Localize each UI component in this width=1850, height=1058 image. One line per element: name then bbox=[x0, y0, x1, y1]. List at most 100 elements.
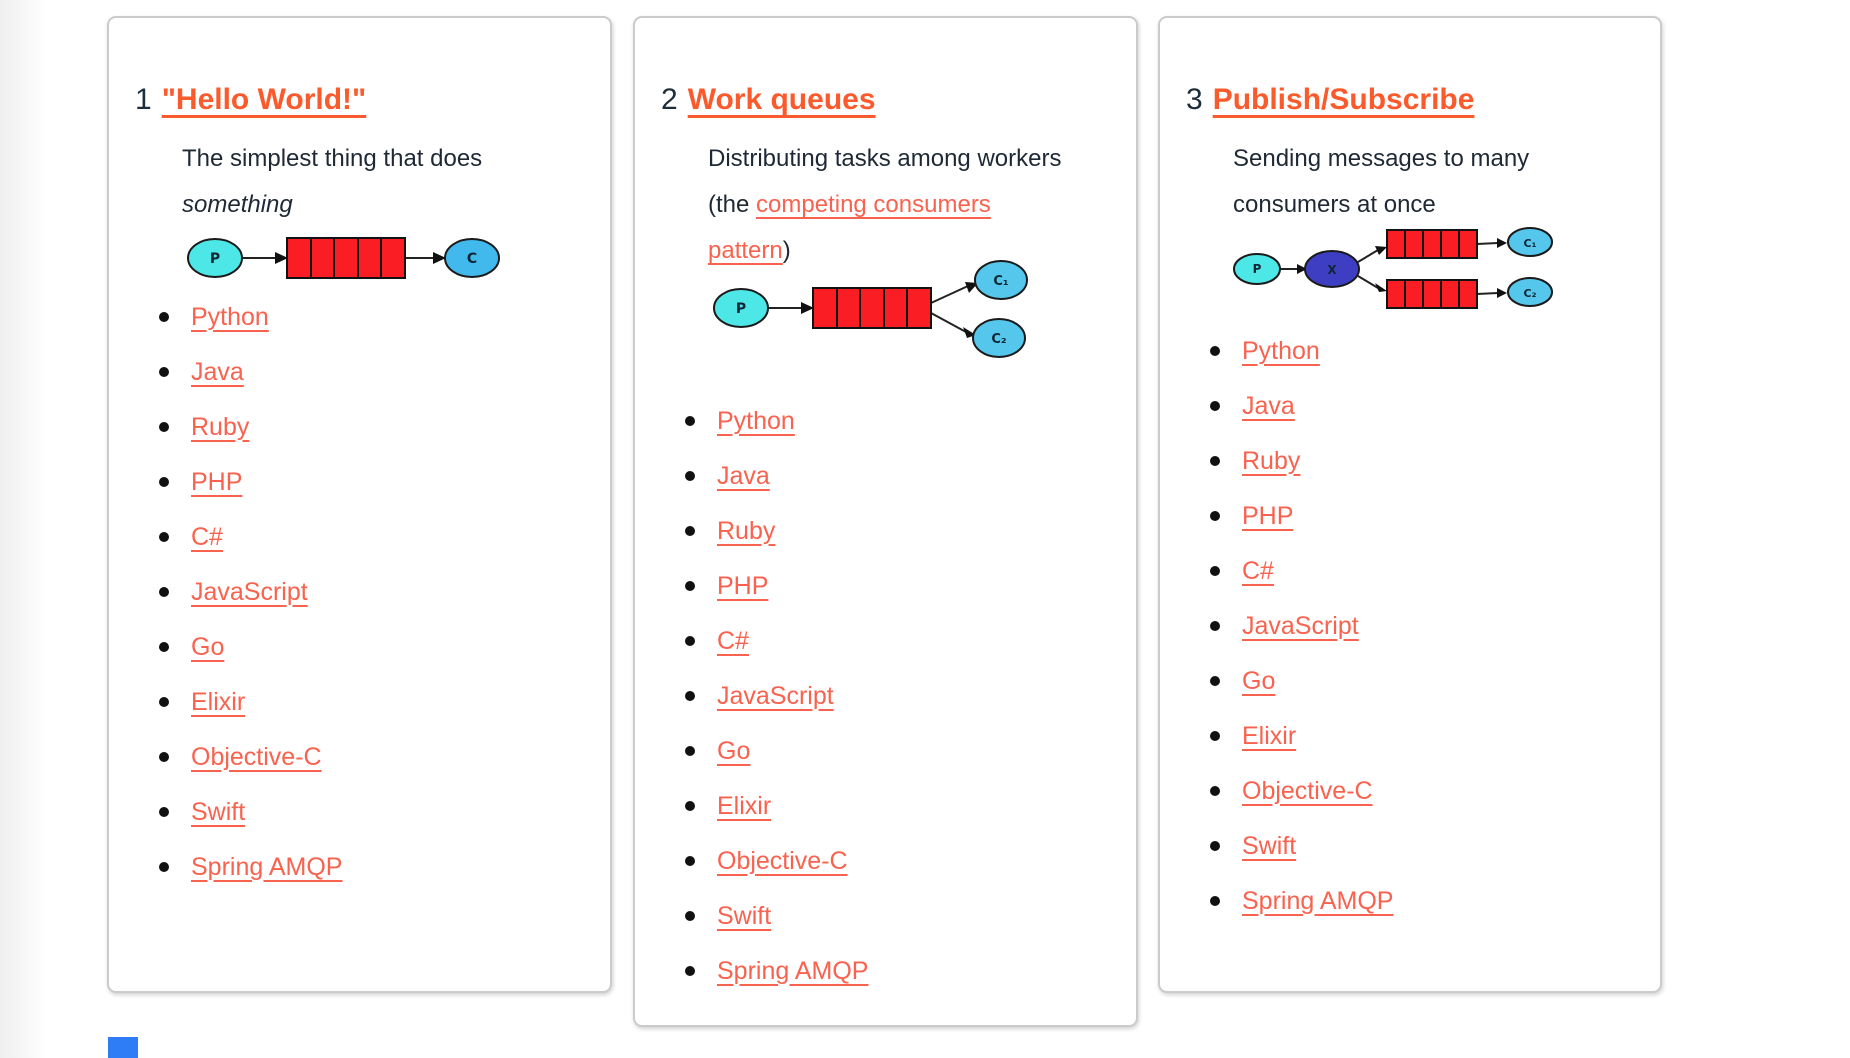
bullet-icon bbox=[685, 471, 695, 481]
arrow-head-icon bbox=[1375, 283, 1387, 292]
description-suffix: ) bbox=[782, 237, 791, 264]
list-item: Elixir bbox=[1210, 721, 1660, 751]
language-link[interactable]: Objective-C bbox=[191, 742, 322, 771]
consumer1-label: C₁ bbox=[993, 274, 1008, 289]
tutorial-title-link[interactable]: Publish/Subscribe bbox=[1212, 83, 1475, 116]
card-description: Sending messages to many consumers at on… bbox=[1233, 136, 1595, 228]
language-link[interactable]: PHP bbox=[717, 571, 769, 600]
language-link[interactable]: Elixir bbox=[717, 791, 772, 820]
language-link[interactable]: JavaScript bbox=[191, 577, 308, 606]
language-link[interactable]: Spring AMQP bbox=[191, 852, 343, 881]
language-link[interactable]: Objective-C bbox=[1242, 776, 1373, 805]
language-link[interactable]: C# bbox=[1242, 556, 1274, 585]
list-item: JavaScript bbox=[1210, 611, 1660, 641]
language-link[interactable]: Java bbox=[191, 357, 244, 386]
language-link[interactable]: Go bbox=[717, 736, 751, 765]
tutorial-number: 1 bbox=[135, 83, 152, 116]
description-inline-link[interactable]: competing consumers pattern bbox=[708, 191, 991, 264]
bullet-icon bbox=[159, 422, 169, 432]
list-item: Elixir bbox=[685, 791, 1136, 821]
bullet-icon bbox=[1210, 401, 1220, 411]
language-link[interactable]: Java bbox=[717, 461, 770, 490]
language-links-list: Python Java Ruby PHP C# bbox=[635, 406, 1136, 986]
bullet-icon bbox=[159, 752, 169, 762]
arrow-head-icon bbox=[801, 302, 814, 314]
bullet-icon bbox=[685, 526, 695, 536]
list-item: Spring AMQP bbox=[1210, 886, 1660, 916]
language-links-list: Python Java Ruby PHP C# bbox=[1160, 336, 1660, 916]
bullet-icon bbox=[685, 691, 695, 701]
language-link[interactable]: JavaScript bbox=[1242, 611, 1359, 640]
card-description: Distributing tasks among workers (the co… bbox=[708, 136, 1070, 274]
list-item: Java bbox=[159, 357, 610, 387]
list-item: Swift bbox=[1210, 831, 1660, 861]
description-emphasis: something bbox=[182, 191, 293, 218]
arrow-line bbox=[1476, 242, 1499, 245]
bullet-icon bbox=[685, 911, 695, 921]
language-link[interactable]: Elixir bbox=[191, 687, 246, 716]
list-item: Objective-C bbox=[1210, 776, 1660, 806]
consumer-ellipse bbox=[444, 238, 500, 278]
language-link[interactable]: Swift bbox=[191, 797, 246, 826]
consumer2-ellipse bbox=[972, 318, 1026, 358]
language-link[interactable]: C# bbox=[717, 626, 749, 655]
language-link[interactable]: PHP bbox=[191, 467, 243, 496]
bullet-icon bbox=[159, 477, 169, 487]
description-text: Distributing tasks among workers (the bbox=[708, 145, 1062, 218]
language-link[interactable]: Python bbox=[1242, 336, 1320, 365]
arrow-head-icon bbox=[1375, 246, 1387, 255]
list-item: Ruby bbox=[1210, 446, 1660, 476]
language-link[interactable]: Ruby bbox=[191, 412, 250, 441]
bullet-icon bbox=[159, 312, 169, 322]
language-link[interactable]: Elixir bbox=[1242, 721, 1297, 750]
queue-rect bbox=[812, 287, 932, 329]
language-link[interactable]: Spring AMQP bbox=[717, 956, 869, 985]
queue-rect bbox=[1386, 279, 1478, 309]
language-link[interactable]: Python bbox=[717, 406, 795, 435]
bullet-icon bbox=[685, 966, 695, 976]
tutorial-card-hello-world: 1"Hello World!" The simplest thing that … bbox=[107, 16, 612, 993]
language-link[interactable]: Go bbox=[191, 632, 225, 661]
language-link[interactable]: Objective-C bbox=[717, 846, 848, 875]
language-link[interactable]: Spring AMQP bbox=[1242, 886, 1394, 915]
language-link[interactable]: Ruby bbox=[1242, 446, 1301, 475]
arrow-head-icon bbox=[1497, 288, 1507, 298]
arrow-head-icon bbox=[1297, 264, 1307, 274]
description-text: Sending messages to many consumers at on… bbox=[1233, 145, 1530, 218]
work-queues-diagram: P C₁ C₂ bbox=[713, 260, 1028, 358]
exchange-label: X bbox=[1327, 263, 1337, 277]
page-left-gutter bbox=[0, 0, 48, 1058]
language-link[interactable]: C# bbox=[191, 522, 223, 551]
language-link[interactable]: Swift bbox=[717, 901, 772, 930]
arrow-head-icon bbox=[275, 252, 288, 264]
list-item: C# bbox=[1210, 556, 1660, 586]
bullet-icon bbox=[1210, 511, 1220, 521]
bullet-icon bbox=[1210, 456, 1220, 466]
list-item: Elixir bbox=[159, 687, 610, 717]
language-link[interactable]: PHP bbox=[1242, 501, 1294, 530]
arrow-line bbox=[930, 312, 967, 333]
language-link[interactable]: Swift bbox=[1242, 831, 1297, 860]
bullet-icon bbox=[685, 746, 695, 756]
bullet-icon bbox=[159, 697, 169, 707]
language-link[interactable]: Go bbox=[1242, 666, 1276, 695]
list-item: Python bbox=[159, 302, 610, 332]
arrow-head-icon bbox=[433, 252, 446, 264]
bullet-icon bbox=[1210, 676, 1220, 686]
language-link[interactable]: Ruby bbox=[717, 516, 776, 545]
tutorial-title-link[interactable]: "Hello World!" bbox=[161, 83, 367, 116]
arrow-line bbox=[1357, 275, 1379, 289]
bullet-icon bbox=[1210, 786, 1220, 796]
language-link[interactable]: Python bbox=[191, 302, 269, 331]
tutorial-title-link[interactable]: Work queues bbox=[687, 83, 876, 116]
producer-ellipse bbox=[187, 238, 243, 278]
bottom-left-blue-widget[interactable] bbox=[108, 1037, 138, 1058]
language-link[interactable]: JavaScript bbox=[717, 681, 834, 710]
bullet-icon bbox=[159, 587, 169, 597]
list-item: Java bbox=[685, 461, 1136, 491]
language-link[interactable]: Java bbox=[1242, 391, 1295, 420]
consumer1-ellipse bbox=[974, 260, 1028, 300]
bullet-icon bbox=[159, 532, 169, 542]
language-links-list: Python Java Ruby PHP C# bbox=[109, 302, 610, 882]
list-item: Ruby bbox=[685, 516, 1136, 546]
